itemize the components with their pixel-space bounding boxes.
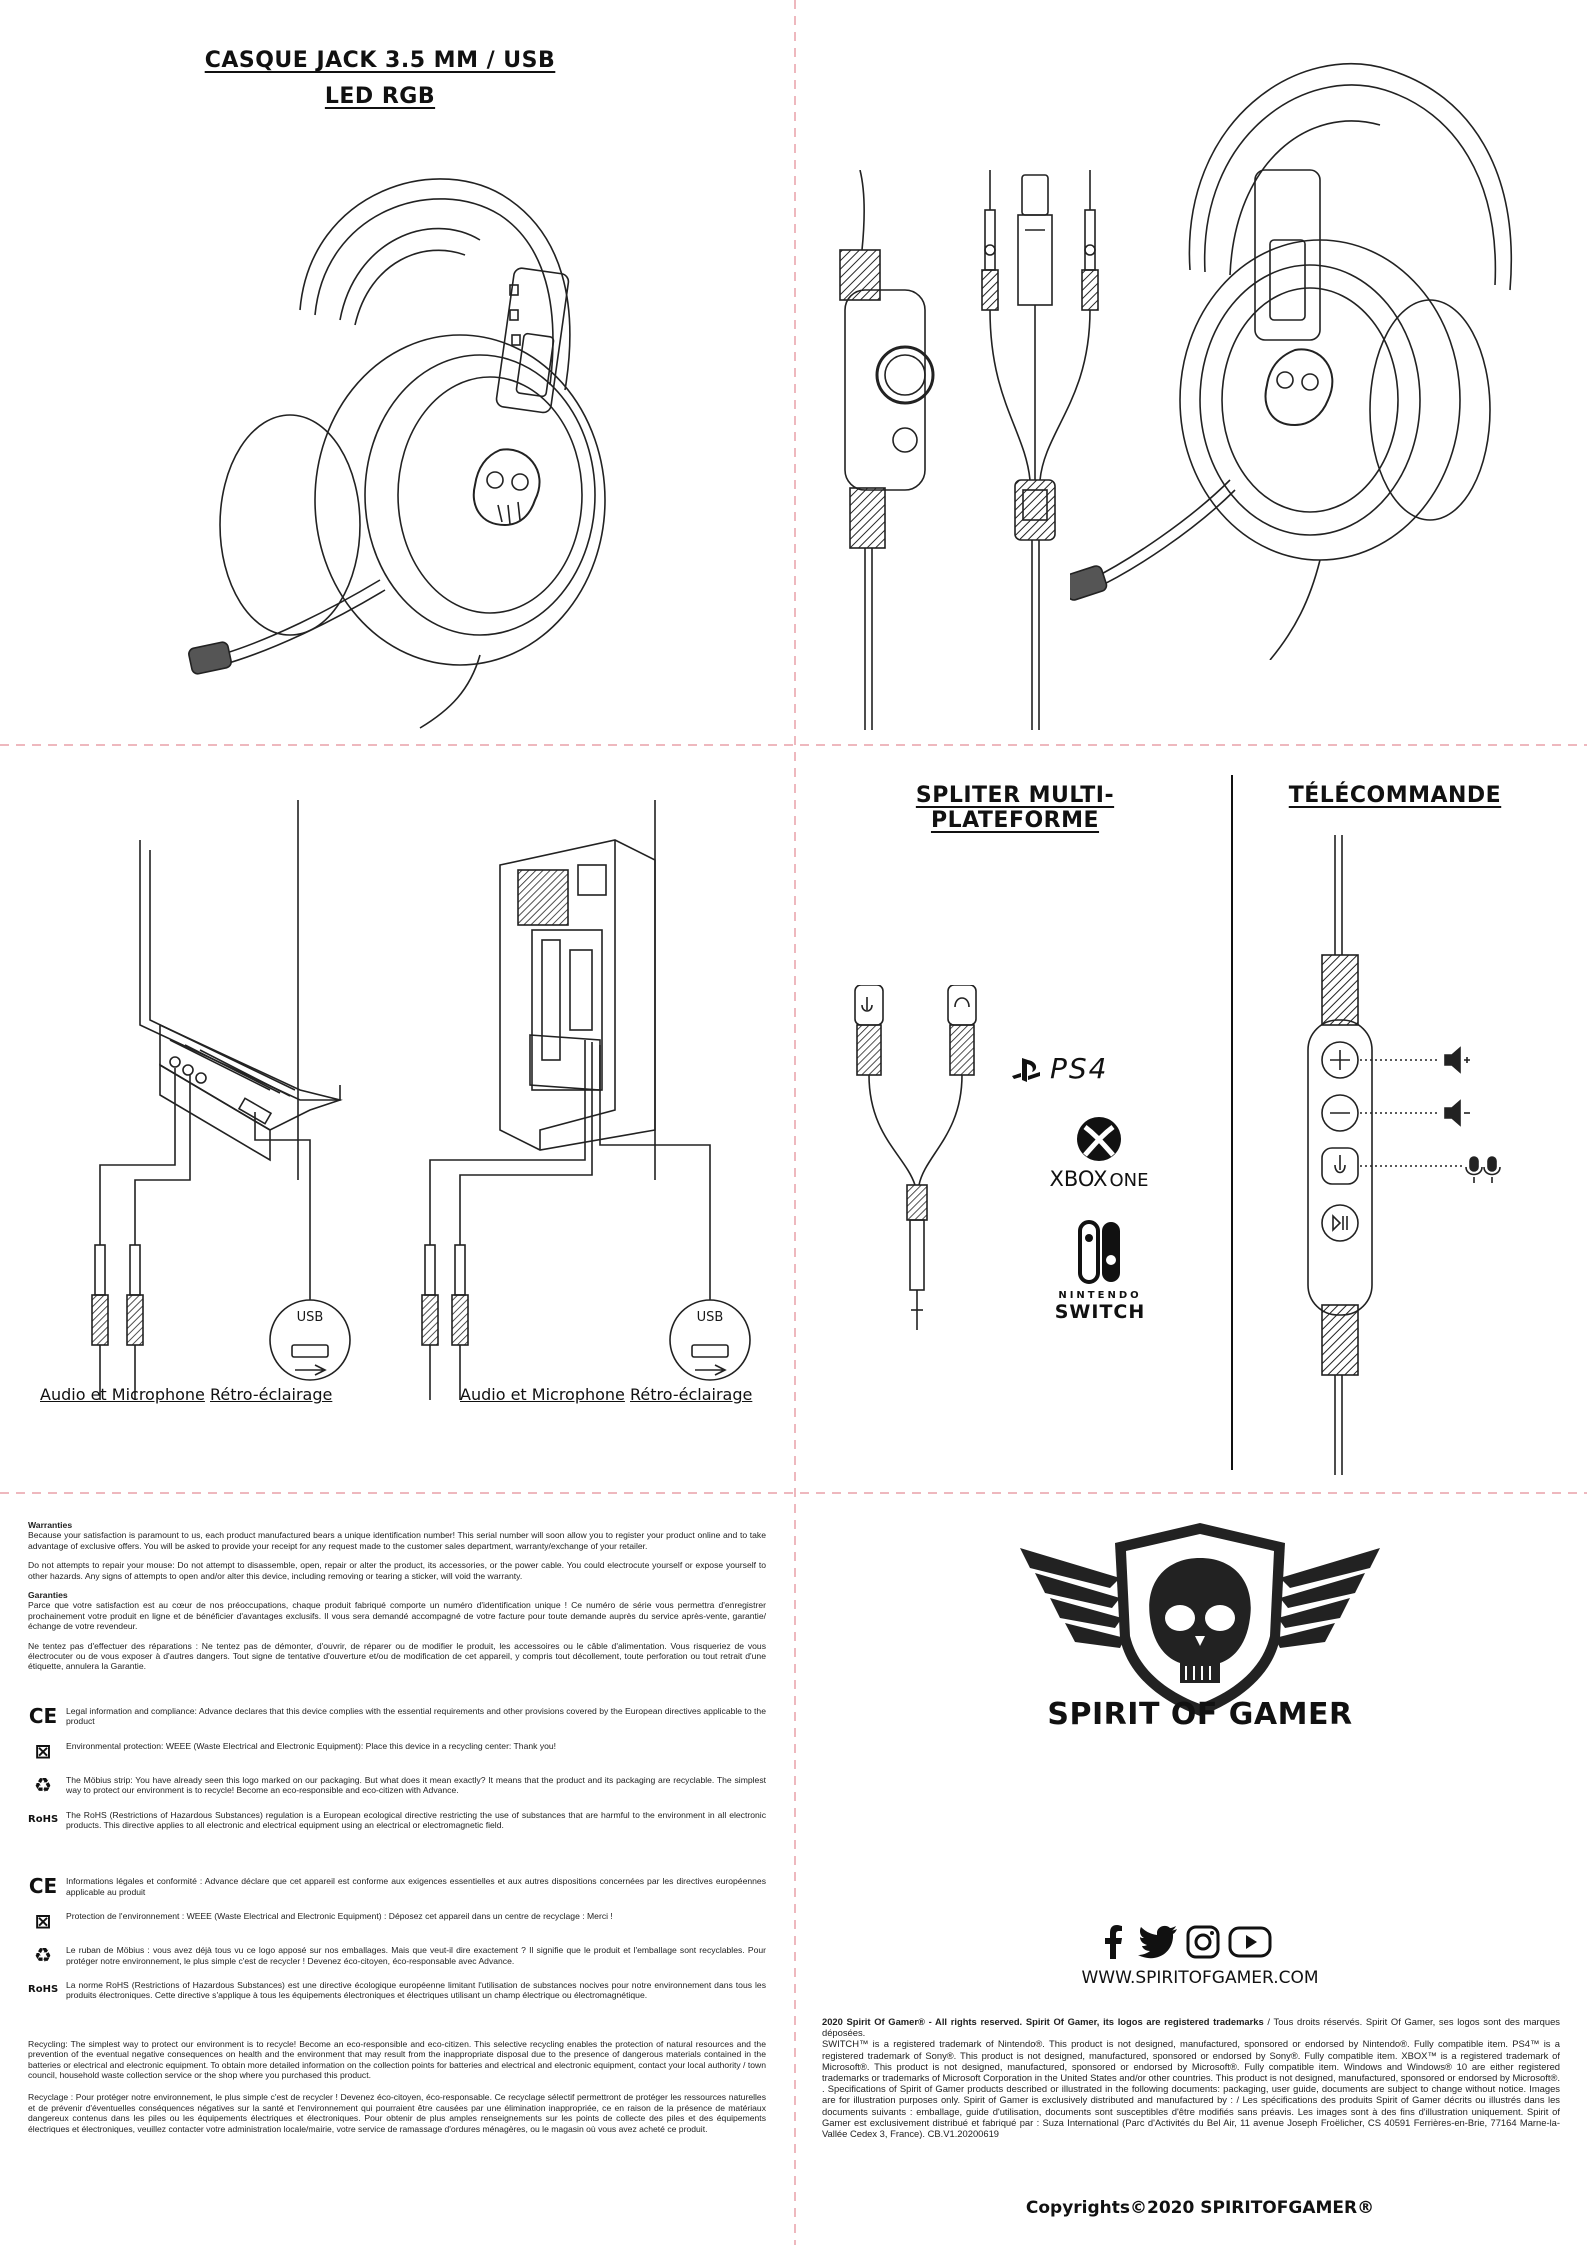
recycle-mark-row-fr: ♻Le ruban de Möbius : vous avez déjà tou… [28, 1945, 766, 1966]
switch-icon [1078, 1220, 1120, 1284]
headset-illustration [188, 178, 606, 729]
garanties-body: Parce que votre satisfaction est au cœur… [28, 1600, 766, 1632]
rights-bold: 2020 Spirit Of Gamer® - All rights reser… [822, 2016, 1264, 2027]
recycling-en: Recycling: The simplest way to protect o… [28, 2038, 766, 2080]
ps4-text: PS4 [1050, 1052, 1109, 1085]
weee-bin-icon: ⊠ [34, 1909, 52, 1934]
spirit-of-gamer-emblem [1020, 1523, 1380, 1716]
product-title: CASQUE JACK 3.5 MM / USB LED RGB [204, 48, 556, 109]
usb-text-pc: USB [696, 1310, 724, 1325]
twitter-icon[interactable] [1138, 1925, 1178, 1959]
nintendo-text: NINTENDO [1058, 1290, 1142, 1301]
warranties-title: Warranties [28, 1520, 73, 1530]
weee-bin-icon: ⊠ [34, 1738, 52, 1763]
recycle-mark-row: ♻The Möbius strip: You have already seen… [28, 1775, 766, 1796]
headset-illustration-right [1070, 62, 1512, 660]
xbox-icon [1077, 1117, 1121, 1161]
playstation-icon [1012, 1057, 1040, 1082]
pc-light-label: Rétro-éclairage [630, 1385, 753, 1404]
youtube-icon[interactable] [1228, 1925, 1272, 1959]
facebook-icon[interactable] [1098, 1925, 1130, 1959]
nintendo-switch-logo: NINTENDO SWITCH [1040, 1220, 1160, 1323]
rohs-icon: RoHS [28, 1983, 59, 1995]
copyright-line: Copyrights©2020 SPIRITOFGAMER® [1025, 2198, 1375, 2218]
ce-mark-icon: CE [28, 1874, 58, 1899]
laptop-light-label: Rétro-éclairage [210, 1385, 333, 1404]
garanties-title: Garanties [28, 1590, 68, 1601]
legal-text-block: Warranties Because your satisfaction is … [28, 1520, 766, 2134]
recycle-icon: ♻ [34, 1772, 52, 1797]
ps4-logo: PS4 [1010, 1052, 1108, 1085]
website-link[interactable]: WWW.SPIRITOFGAMER.COM [1081, 1968, 1319, 1988]
laptop-audio-label: Audio et Microphone [40, 1385, 205, 1404]
brand-name: SPIRIT OF GAMER [1047, 1697, 1353, 1732]
cable-illustration [839, 170, 1099, 730]
pc-audio-label: Audio et Microphone [460, 1385, 625, 1404]
warranties-repair: Do not attempts to repair your mouse: Do… [28, 1560, 766, 1581]
trademark-text: SWITCH™ is a registered trademark of Nin… [822, 2038, 1560, 2140]
warranties-body: Because your satisfaction is paramount t… [28, 1530, 766, 1551]
social-icons [1098, 1925, 1272, 1959]
weee-mark-row-fr: ⊠Protection de l'environnement : WEEE (W… [28, 1911, 766, 1931]
recycle-icon: ♻ [34, 1943, 52, 1968]
splitter-title: SPLITER MULTI-PLATEFORME [915, 783, 1115, 833]
switch-text: SWITCH [1054, 1301, 1146, 1323]
xbox-one-text: ONE [1109, 1170, 1149, 1191]
xbox-text: XBOX [1049, 1167, 1108, 1191]
remote-title: TÉLÉCOMMANDE [1288, 783, 1502, 808]
trademark-block: 2020 Spirit Of Gamer® - All rights reser… [822, 2016, 1560, 2139]
recycling-fr: Recyclage : Pour protéger notre environn… [28, 2092, 766, 2134]
remote-illustration [1307, 835, 1501, 1475]
garanties-repair: Ne tentez pas d'effectuer des réparation… [28, 1640, 766, 1672]
ce-mark-icon: CE [28, 1703, 58, 1728]
rights-rest: / Tous droits réservés. Spirit Of Gamer,… [822, 2016, 1560, 2039]
splitter-illustration [854, 985, 977, 1330]
connection-illustration [91, 800, 751, 1400]
instagram-icon[interactable] [1186, 1925, 1220, 1959]
weee-mark-row: ⊠Environmental protection: WEEE (Waste E… [28, 1741, 766, 1761]
rohs-icon: RoHS [28, 1813, 59, 1825]
usb-text-laptop: USB [296, 1310, 324, 1325]
